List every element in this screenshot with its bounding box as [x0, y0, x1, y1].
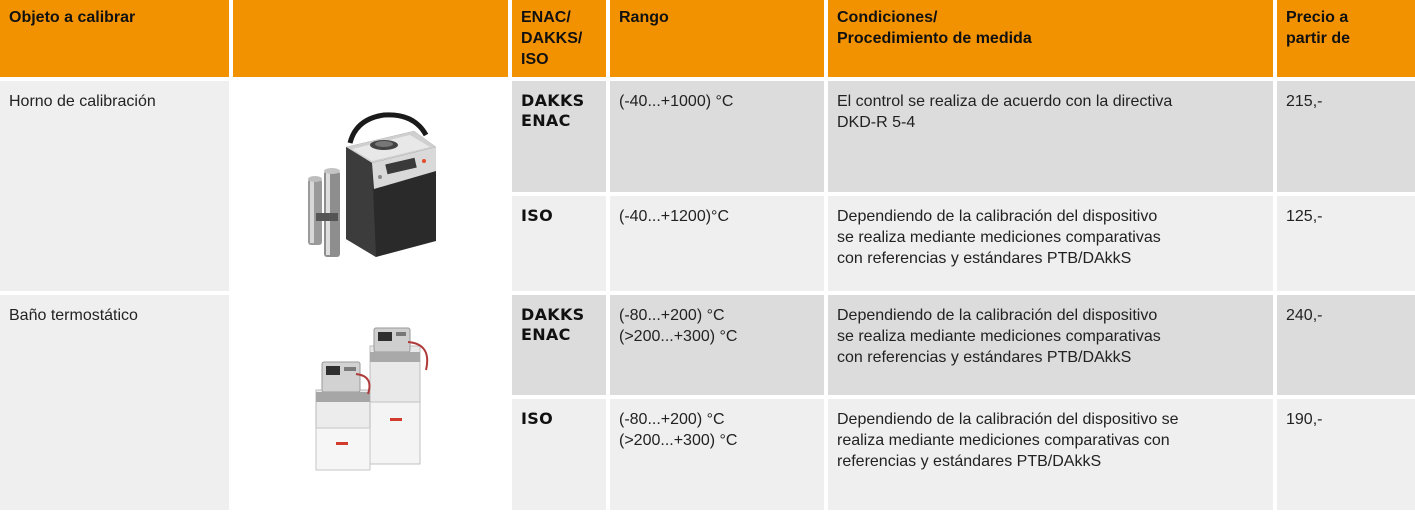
- header-standard-line: ISO: [521, 51, 549, 68]
- price-value: 240,-: [1286, 307, 1323, 324]
- price-value: 215,-: [1286, 93, 1323, 110]
- conditions-line: Dependiendo de la calibración del dispos…: [837, 307, 1158, 324]
- range-value: (-40...+1200)°C: [619, 208, 730, 225]
- standard-label: DAKKS: [521, 305, 585, 324]
- table-header-row: Objeto a calibrar ENAC/ DAKKS/ ISO Rango…: [0, 0, 1415, 79]
- price-cell: 240,-: [1273, 291, 1415, 397]
- standard-label: ISO: [521, 206, 553, 225]
- conditions-line: El control se realiza de acuerdo con la …: [837, 93, 1173, 110]
- range-value: (-80...+200) °C: [619, 307, 725, 324]
- conditions-cell: Dependiendo de la calibración del dispos…: [824, 192, 1275, 293]
- object-name: Baño termostático: [9, 307, 138, 324]
- conditions-cell: El control se realiza de acuerdo con la …: [824, 77, 1275, 194]
- header-object: Objeto a calibrar: [0, 0, 231, 79]
- range-cell: (-80...+200) °C (>200...+300) °C: [606, 395, 826, 510]
- thermostatic-bath-photo: [315, 327, 428, 470]
- header-price: Precio a partir de: [1273, 0, 1415, 79]
- conditions-line: se realiza mediante mediciones comparati…: [837, 229, 1161, 246]
- header-price-line: partir de: [1286, 30, 1351, 47]
- header-conditions-line: Procedimiento de medida: [837, 30, 1032, 47]
- price-cell: 215,-: [1273, 77, 1415, 194]
- product-image-cell: [229, 291, 510, 510]
- product-image-cell: [229, 77, 510, 293]
- header-conditions-line: Condiciones/: [837, 9, 938, 26]
- header-image: [229, 0, 510, 79]
- header-standard: ENAC/ DAKKS/ ISO: [508, 0, 608, 79]
- price-value: 190,-: [1286, 411, 1323, 428]
- conditions-line: realiza mediante mediciones comparativas…: [837, 432, 1170, 449]
- header-standard-line: DAKKS/: [521, 30, 583, 47]
- header-standard-line: ENAC/: [521, 9, 571, 26]
- range-cell: (-40...+1200)°C: [606, 192, 826, 293]
- conditions-line: se realiza mediante mediciones comparati…: [837, 328, 1161, 345]
- price-cell: 125,-: [1273, 192, 1415, 293]
- conditions-line: DKD-R 5-4: [837, 114, 916, 131]
- range-value: (-80...+200) °C: [619, 411, 725, 428]
- standard-label: ENAC: [521, 111, 571, 130]
- header-price-line: Precio a: [1286, 9, 1349, 26]
- object-cell: Baño termostático: [0, 291, 231, 510]
- price-value: 125,-: [1286, 208, 1323, 225]
- standard-cell: DAKKS ENAC: [508, 291, 608, 397]
- conditions-line: Dependiendo de la calibración del dispos…: [837, 208, 1158, 225]
- standard-label: ISO: [521, 409, 553, 428]
- standard-cell: ISO: [508, 395, 608, 510]
- standard-cell: ISO: [508, 192, 608, 293]
- range-value: (-40...+1000) °C: [619, 93, 734, 110]
- object-name: Horno de calibración: [9, 93, 156, 110]
- range-cell: (-40...+1000) °C: [606, 77, 826, 194]
- header-conditions: Condiciones/ Procedimiento de medida: [824, 0, 1275, 79]
- price-cell: 190,-: [1273, 395, 1415, 510]
- table-row: ISO (-40...+1200)°C Dependiendo de la ca…: [0, 192, 1415, 293]
- conditions-line: con referencias y estándares PTB/DAkkS: [837, 250, 1132, 267]
- range-cell: (-80...+200) °C (>200...+300) °C: [606, 291, 826, 397]
- conditions-line: con referencias y estándares PTB/DAkkS: [837, 349, 1132, 366]
- standard-label: ENAC: [521, 325, 571, 344]
- calibration-furnace-photo: [307, 112, 436, 257]
- table-row: Horno de calibración: [0, 77, 1415, 293]
- range-value: (>200...+300) °C: [619, 328, 738, 345]
- header-range: Rango: [606, 0, 826, 79]
- range-value: (>200...+300) °C: [619, 432, 738, 449]
- standard-label: DAKKS: [521, 91, 585, 110]
- object-cell: Horno de calibración: [0, 77, 231, 293]
- conditions-line: referencias y estándares PTB/DAkkS: [837, 453, 1102, 470]
- table-row: Baño termostático: [0, 291, 1415, 510]
- conditions-cell: Dependiendo de la calibración del dispos…: [824, 291, 1275, 397]
- conditions-cell: Dependiendo de la calibración del dispos…: [824, 395, 1275, 510]
- standard-cell: DAKKS ENAC: [508, 77, 608, 194]
- conditions-line: Dependiendo de la calibración del dispos…: [837, 411, 1179, 428]
- table-row: ISO (-80...+200) °C (>200...+300) °C Dep…: [0, 395, 1415, 510]
